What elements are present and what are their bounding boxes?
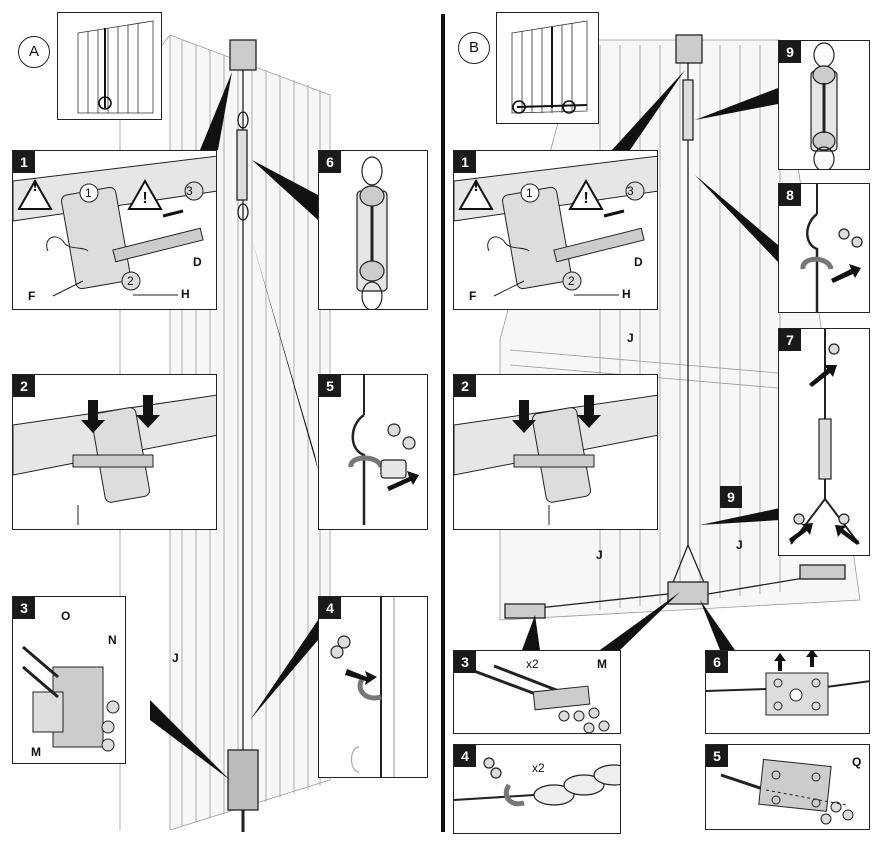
section-b-step-8-panel: 8 (778, 183, 870, 313)
callout-number: 2 (127, 274, 134, 288)
part-label-q: Q (852, 755, 862, 769)
svg-text:!: ! (473, 178, 478, 195)
step-number: 6 (706, 651, 728, 673)
part-label-m: M (597, 657, 607, 671)
step-number: 2 (13, 375, 35, 397)
cable-plate-illustration (706, 651, 869, 716)
cable-clamp-close-illustration (330, 597, 395, 777)
section-b-step-6-panel: 6 (705, 650, 870, 734)
cable-clamp-illustration (348, 375, 419, 525)
bracket-install-illustration (454, 394, 657, 525)
section-a-step-6-panel: 6 (318, 150, 428, 310)
mount-plate-illustration (22, 645, 120, 752)
overview-thumbnail-b (496, 12, 599, 124)
svg-text:!: ! (142, 190, 147, 207)
section-b-step-1-panel: 1 ! ! 3 D F H 1 2 (453, 150, 658, 310)
callout-number: 3 (627, 184, 634, 198)
step-number: 1 (454, 151, 476, 173)
section-a-step-1-panel: 1 ! ! 3 D F H 1 2 (12, 150, 217, 310)
mount-plate-illustration (473, 664, 610, 733)
part-label-h: H (622, 287, 631, 301)
section-b-step-4-panel: 4 x2 (453, 744, 621, 834)
step-number: 7 (779, 329, 801, 351)
section-b-step-2-panel: 2 (453, 374, 658, 530)
step-number: 6 (319, 151, 341, 173)
svg-text:!: ! (32, 178, 37, 195)
section-a-step-4-panel: 4 (318, 596, 428, 778)
bracket-pin-illustration: ! ! (13, 155, 216, 297)
step-number: 5 (706, 745, 728, 767)
section-b-step-3-panel: 3 x2 M (453, 650, 621, 734)
cable-label-j: J (172, 651, 179, 665)
section-a-label: A (18, 36, 50, 68)
section-b-step-5-panel: 5 Q (705, 744, 870, 830)
cable-clamp-illustration (800, 184, 863, 312)
gate-thumbnail-b (511, 20, 588, 114)
section-a-step-5-panel: 5 (318, 374, 428, 530)
quantity-label: x2 (526, 657, 539, 671)
callout-number: 2 (568, 274, 575, 288)
part-label-h: H (181, 287, 190, 301)
plate-assembly-illustration (720, 758, 854, 825)
cable-label-j: J (736, 538, 743, 552)
bracket-pin-illustration: ! ! (454, 155, 657, 297)
step-9-callout: 9 (720, 486, 742, 508)
step-number: 4 (319, 597, 341, 619)
part-label-d: D (634, 255, 643, 269)
step-number: 3 (454, 651, 476, 673)
callout-number: 1 (85, 186, 92, 200)
step-number: 9 (779, 41, 801, 63)
overview-thumbnail-a (57, 12, 162, 120)
cable-label-j: J (627, 331, 634, 345)
part-label-m: M (31, 745, 41, 759)
quantity-label: x2 (532, 761, 545, 775)
step-number: 1 (13, 151, 35, 173)
gate-thumbnail-a (77, 20, 154, 114)
turnbuckle-illustration (810, 42, 838, 169)
callout-number: 3 (186, 184, 193, 198)
section-b-step-9-panel: 9 (778, 40, 870, 170)
step-number: 3 (13, 597, 35, 619)
section-b-label: B (458, 32, 490, 64)
part-label-n: N (108, 633, 117, 647)
section-a-step-2-panel: 2 (12, 374, 217, 530)
part-label-o: O (61, 609, 71, 623)
turnbuckle-illustration (356, 156, 388, 309)
svg-text:!: ! (583, 190, 588, 207)
part-label-f: F (28, 289, 36, 303)
part-label-d: D (193, 255, 202, 269)
chain-clamp-illustration (454, 757, 620, 807)
step-number: 8 (779, 184, 801, 206)
step-number: 4 (454, 745, 476, 767)
bracket-install-illustration (13, 394, 216, 525)
cable-label-j: J (596, 548, 603, 562)
part-label-f: F (469, 289, 477, 303)
step-number: 2 (454, 375, 476, 397)
section-a-step-3-panel: 3 O N M (12, 596, 126, 764)
step-number: 5 (319, 375, 341, 397)
turnbuckle-split-illustration (789, 329, 860, 545)
callout-number: 1 (526, 186, 533, 200)
section-divider (441, 14, 445, 832)
section-b-step-7-panel: 7 (778, 328, 870, 556)
